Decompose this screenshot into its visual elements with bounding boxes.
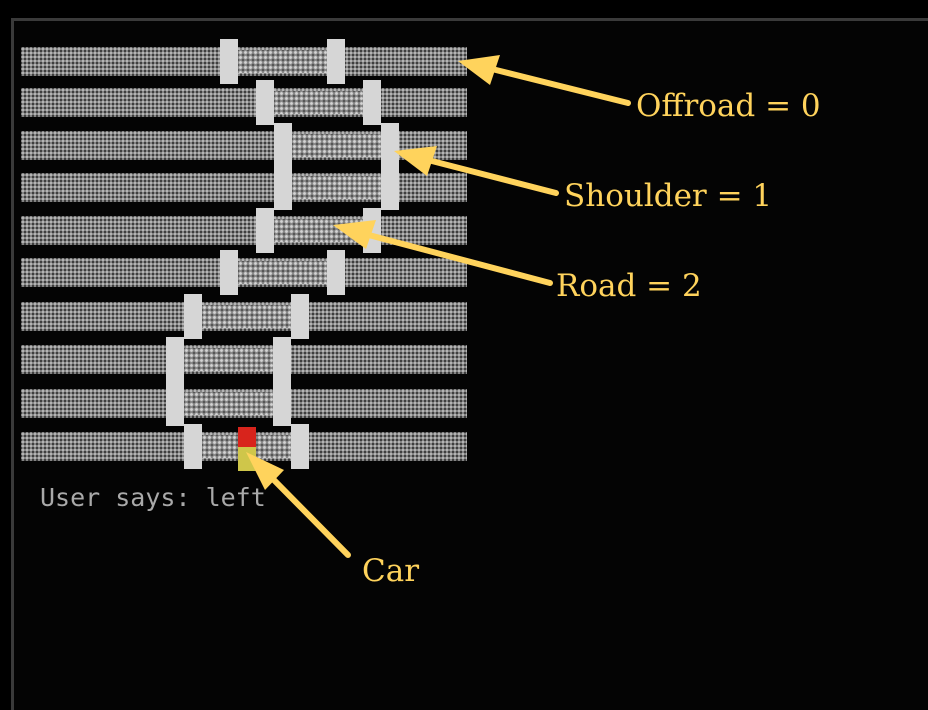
road-arrow [362,231,553,286]
track-row [21,47,467,76]
shoulder-segment [291,424,309,469]
shoulder-segment [274,165,292,210]
car-arrowhead [246,452,284,490]
road-arrowhead [333,220,376,249]
road-segment [238,261,327,284]
offroad-label: Offroad = 0 [636,88,821,124]
track-row [21,345,467,374]
shoulder-segment [166,337,184,382]
track-row [21,258,467,287]
track-row [21,88,467,117]
car-arrow [265,471,351,558]
offroad-arrow [489,66,631,106]
road-label: Road = 2 [556,268,702,304]
shoulder-segment [274,123,292,168]
car-front [238,427,256,447]
shoulder-segment [220,250,238,295]
track-row [21,302,467,331]
car-rear [238,447,256,471]
road-segment [292,134,381,157]
shoulder-segment [166,381,184,426]
shoulder-segment [327,250,345,295]
shoulder-segment [363,80,381,125]
shoulder-segment [256,80,274,125]
shoulder-segment [291,294,309,339]
shoulder-segment [381,165,399,210]
shoulder-label: Shoulder = 1 [564,178,773,214]
shoulder-arrow [425,157,559,196]
shoulder-segment [273,337,291,382]
road-segment [184,348,273,371]
shoulder-segment [256,208,274,253]
shoulder-arrowhead [394,146,437,176]
road-segment [292,176,381,199]
shoulder-segment [184,424,202,469]
offroad-arrowhead [458,55,500,85]
shoulder-segment [273,381,291,426]
user-command-text: User says: left [40,483,266,512]
shoulder-segment [381,123,399,168]
road-segment [202,305,291,328]
track-row [21,389,467,418]
car-label: Car [362,553,420,589]
shoulder-segment [220,39,238,84]
road-segment [184,392,273,415]
road-segment [238,50,327,73]
road-segment [274,91,363,114]
shoulder-segment [327,39,345,84]
shoulder-segment [184,294,202,339]
